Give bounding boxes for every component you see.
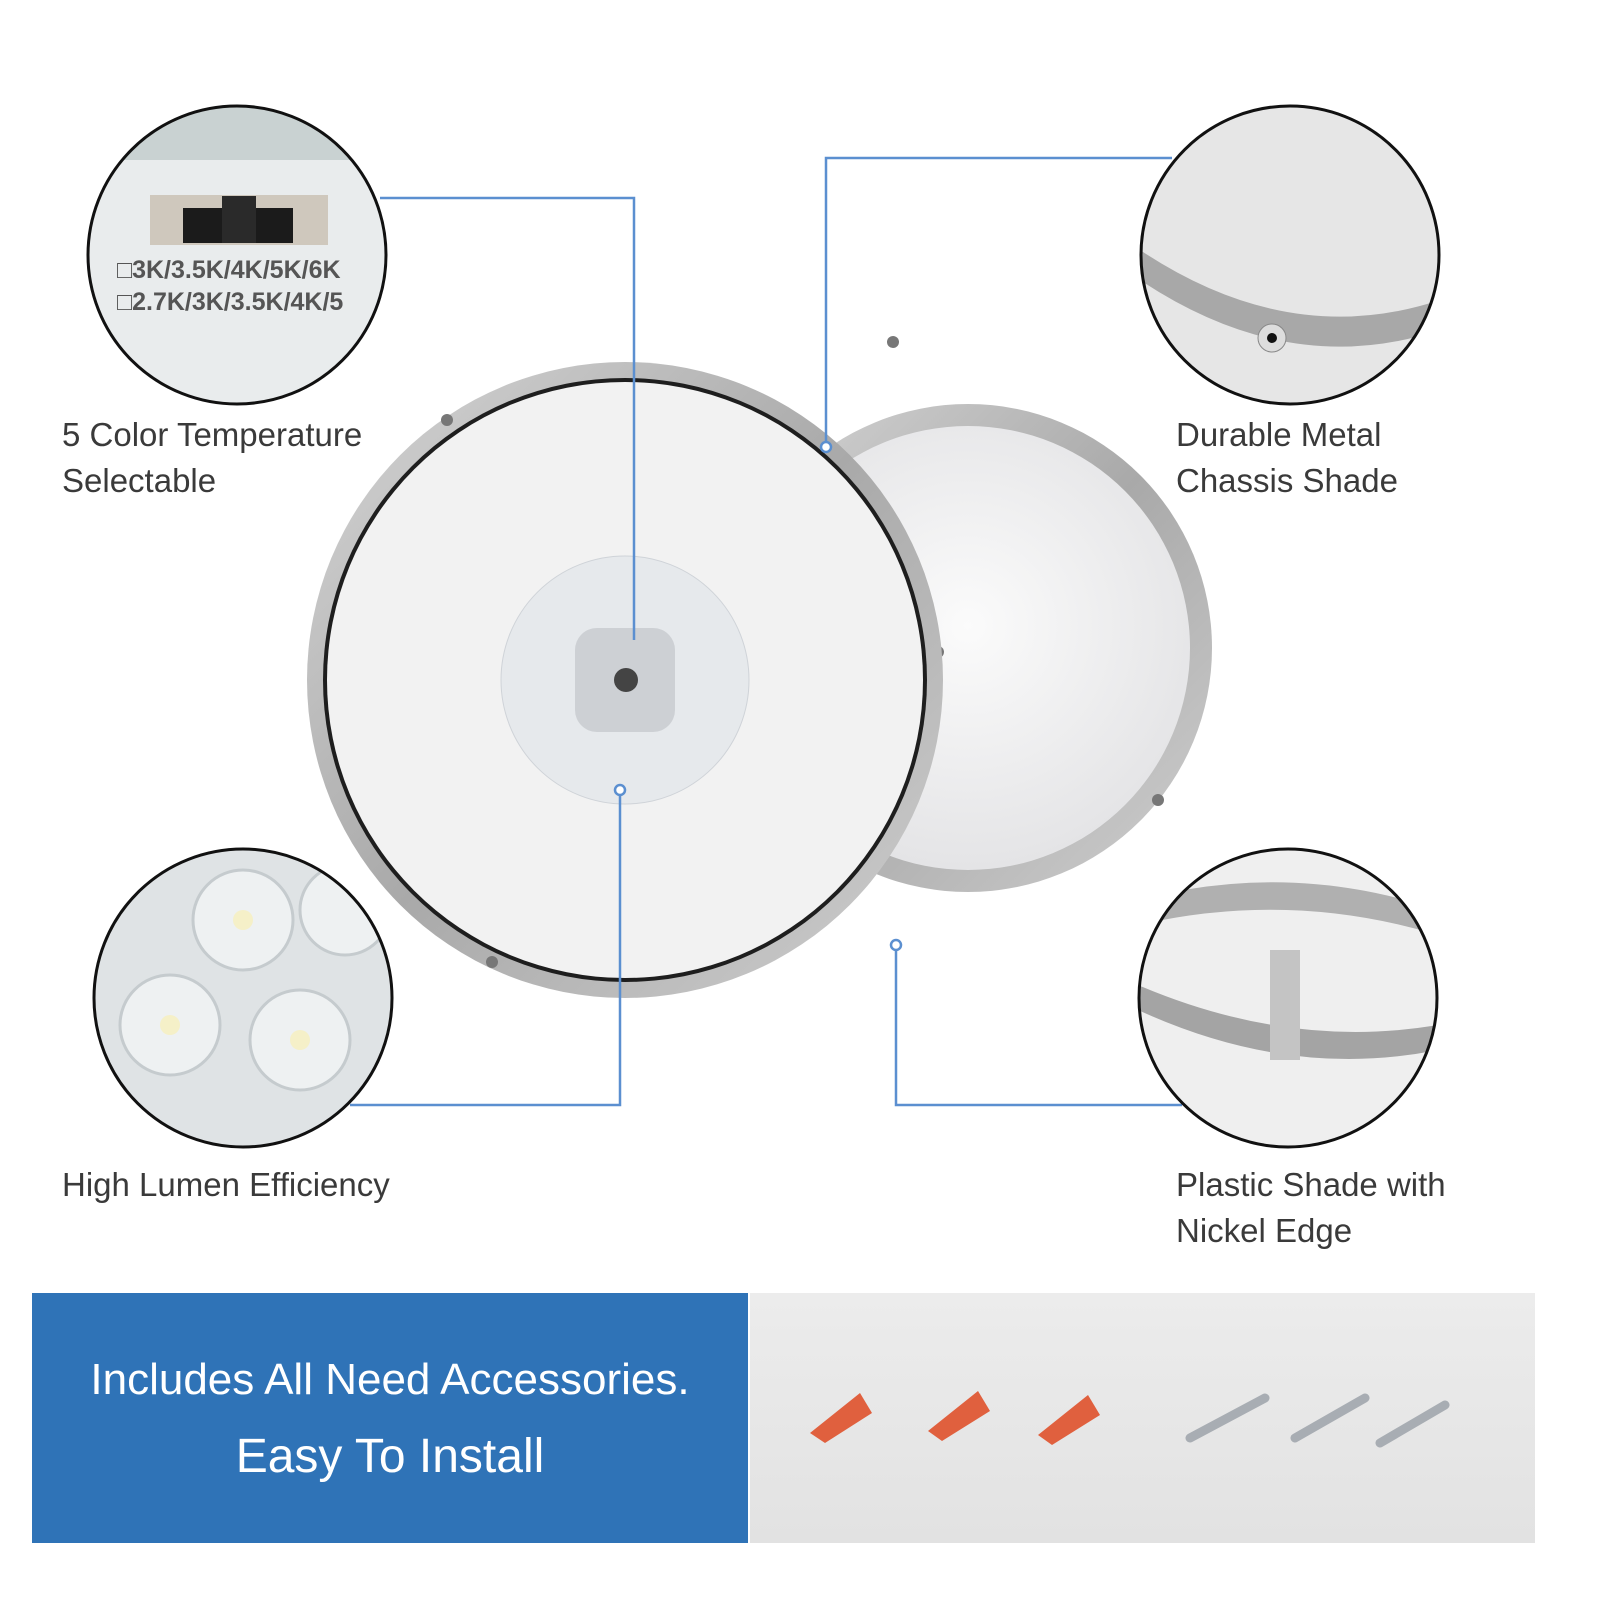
label-line: High Lumen Efficiency <box>62 1166 390 1203</box>
banner-line-1: Includes All Need Accessories. <box>90 1355 690 1404</box>
detail-led-lenses <box>95 850 391 1146</box>
label-line: Plastic Shade with <box>1176 1166 1446 1203</box>
label-line: Chassis Shade <box>1176 462 1398 499</box>
label-line: Selectable <box>62 462 217 499</box>
switch-label-2: □2.7K/3K/3.5K/4K/5 <box>117 288 343 316</box>
feature-label-plastic-shade: Plastic Shade with Nickel Edge <box>1176 1162 1446 1254</box>
lamp-chassis-front <box>307 362 943 998</box>
accessories-banner: Includes All Need Accessories. Easy To I… <box>32 1293 748 1543</box>
callout-lines <box>350 156 1182 1107</box>
feature-label-color-temperature: 5 Color Temperature Selectable <box>62 412 362 504</box>
switch-label-1: □3K/3.5K/4K/5K/6K <box>117 256 341 284</box>
label-line: Nickel Edge <box>1176 1212 1353 1249</box>
accessories-photo <box>750 1293 1535 1543</box>
feature-label-lumen: High Lumen Efficiency <box>62 1162 390 1208</box>
banner-line-2: Easy To Install <box>235 1430 545 1483</box>
feature-label-metal-chassis: Durable Metal Chassis Shade <box>1176 412 1398 504</box>
accessories-illustration <box>810 1391 1450 1448</box>
detail-switch: □3K/3.5K/4K/5K/6K □2.7K/3K/3.5K/4K/5 <box>89 107 385 403</box>
screw-icons <box>1185 1393 1450 1448</box>
label-line: 5 Color Temperature <box>62 416 363 453</box>
led-module <box>500 555 750 805</box>
detail-metal-chassis <box>1142 107 1438 403</box>
detail-nickel-edge <box>1140 850 1436 1146</box>
label-line: Durable Metal <box>1176 416 1382 453</box>
wire-nut-icons <box>810 1391 1100 1445</box>
